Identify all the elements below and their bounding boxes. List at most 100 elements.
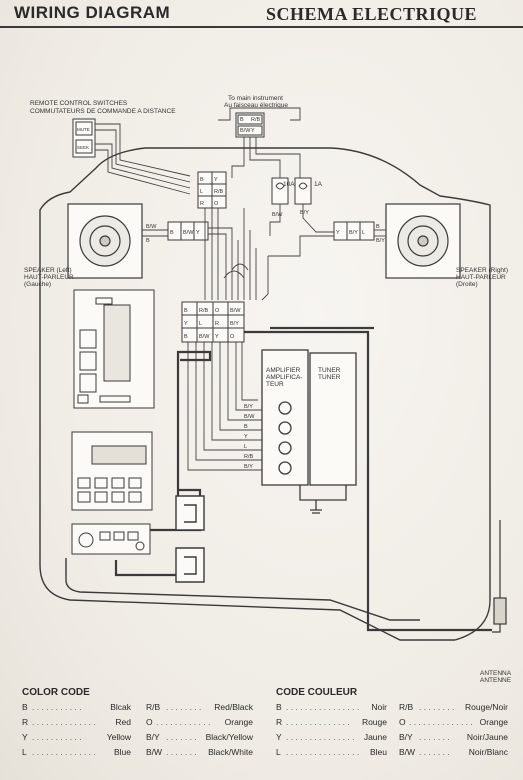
head-unit xyxy=(73,289,155,409)
speaker-left-label-fr2: (Gauche) xyxy=(24,281,52,288)
code-couleur-heading: CODE COULEUR xyxy=(276,687,358,698)
svg-text:B: B xyxy=(170,230,174,236)
svg-text:B/W: B/W xyxy=(146,224,157,230)
lower-connectors xyxy=(175,495,205,583)
legend-code: R/B xyxy=(399,702,414,712)
legend-color-name: Blue xyxy=(113,747,131,757)
speaker-left-label: SPEAKER (Left) xyxy=(24,267,72,274)
svg-text:B: B xyxy=(184,334,188,340)
wire-label: B xyxy=(240,117,244,123)
legend-dots: . . . . . . . . . . . . . . xyxy=(409,717,473,727)
legend-code: Y xyxy=(22,732,28,742)
svg-text:B/W: B/W xyxy=(272,212,283,218)
legend-code: O xyxy=(399,717,406,727)
svg-text:B/W: B/W xyxy=(183,230,194,236)
to-main-label: To main instrument xyxy=(228,95,283,102)
amplifier-unit xyxy=(261,349,309,486)
legend-dots: . . . . . . . xyxy=(419,732,450,742)
svg-text:L: L xyxy=(199,321,202,327)
svg-text:R/B: R/B xyxy=(199,308,209,314)
svg-text:B/Y: B/Y xyxy=(300,210,309,216)
svg-text:MUTE: MUTE xyxy=(77,127,90,132)
speaker-right-label-fr: HAUT-PARLEUR xyxy=(456,274,506,281)
svg-text:B/W: B/W xyxy=(230,308,241,314)
svg-text:Y: Y xyxy=(196,230,200,236)
svg-text:Y: Y xyxy=(214,177,218,183)
legend-code: B xyxy=(22,702,28,712)
wiring-diagram: MUTE SEEK xyxy=(39,107,507,641)
antenna xyxy=(492,520,507,633)
svg-text:B: B xyxy=(244,424,248,430)
svg-text:R/B: R/B xyxy=(244,454,254,460)
legend-dots: . . . . . . . . . . . . xyxy=(156,717,211,727)
legend-color-name: Orange xyxy=(479,717,508,727)
color-code-heading: COLOR CODE xyxy=(22,687,90,698)
legend-dots: . . . . . . . . . . . xyxy=(32,732,82,742)
legend-code: B/Y xyxy=(399,732,413,742)
fuse-1a-label: 1A xyxy=(314,181,322,188)
legend-code: R xyxy=(276,717,283,727)
legend-code: R xyxy=(22,717,29,727)
svg-text:B/Y: B/Y xyxy=(244,404,253,410)
amplifier-label: AMPLIFIER xyxy=(266,367,301,374)
speaker-right-connector xyxy=(333,221,375,241)
switch-connector xyxy=(197,171,227,209)
legend-code: B/W xyxy=(399,747,416,757)
fuse-10a-label: 10A xyxy=(283,181,295,188)
legend-color-name: Noir xyxy=(371,702,387,712)
legend-color-name: Black/White xyxy=(208,747,253,757)
legend-dots: . . . . . . . xyxy=(419,747,450,757)
legend-dots: . . . . . . . . xyxy=(419,702,455,712)
speaker-left xyxy=(67,203,143,279)
legend-code: R/B xyxy=(146,702,161,712)
antenna-label-fr: ANTENNE xyxy=(480,677,512,684)
control-panel xyxy=(71,431,153,511)
vehicle-outline xyxy=(39,147,491,641)
legend-code: O xyxy=(146,717,153,727)
legend-color-name: Red xyxy=(115,717,131,727)
svg-text:R: R xyxy=(215,321,219,327)
amplifier-label-fr: AMPLIFICA- xyxy=(266,374,303,381)
speaker-right-label-fr2: (Droite) xyxy=(456,281,478,288)
legend-code: B/W xyxy=(146,747,163,757)
legend-color-name: Rouge xyxy=(361,717,387,727)
svg-text:R: R xyxy=(200,201,204,207)
legend-dots: . . . . . . . xyxy=(166,747,197,757)
legend-code: L xyxy=(276,747,281,757)
svg-text:B/W: B/W xyxy=(240,128,251,134)
legend-code: B xyxy=(276,702,282,712)
antenna-label: ANTENNA xyxy=(480,670,512,677)
legend-color-name: Jaune xyxy=(363,732,387,742)
speaker-left-label-fr: HAUT-PARLEUR xyxy=(24,274,74,281)
speaker-right xyxy=(385,203,461,279)
tuner-unit xyxy=(309,352,357,486)
svg-text:B/W: B/W xyxy=(244,414,255,420)
legend-dots: . . . . . . . . . . . xyxy=(32,702,82,712)
svg-text:O: O xyxy=(230,334,235,340)
legend-dots: . . . . . . . . xyxy=(166,702,202,712)
legend-color-name: Red/Black xyxy=(214,702,253,712)
speaker-left-connector xyxy=(167,221,209,241)
legend-code: B/Y xyxy=(146,732,160,742)
legend-color-name: Yellow xyxy=(106,732,131,742)
main-connector xyxy=(235,112,265,138)
svg-text:B/Y: B/Y xyxy=(376,238,385,244)
remote-switches-label: REMOTE CONTROL SWITCHES xyxy=(30,100,128,107)
svg-text:O: O xyxy=(214,201,219,207)
legend-color-name: Noir/Blanc xyxy=(468,747,508,757)
legend-dots: . . . . . . . . . . . . . . . xyxy=(286,732,355,742)
svg-text:B: B xyxy=(146,238,150,244)
svg-text:B: B xyxy=(376,224,380,230)
header-rule xyxy=(0,26,523,28)
speaker-right-label: SPEAKER (Right) xyxy=(456,267,509,274)
page-title: WIRING DIAGRAM xyxy=(14,3,171,22)
svg-text:B: B xyxy=(184,308,188,314)
svg-text:R/B: R/B xyxy=(214,189,224,195)
svg-text:B/Y: B/Y xyxy=(244,464,253,470)
console-outline xyxy=(65,558,420,621)
legend-dots: . . . . . . . . . . . . . . xyxy=(286,717,350,727)
svg-text:B: B xyxy=(200,177,204,183)
amplifier-label-fr2: TEUR xyxy=(266,381,284,388)
tuner-label: TUNER xyxy=(318,367,341,374)
svg-text:Y: Y xyxy=(184,321,188,327)
